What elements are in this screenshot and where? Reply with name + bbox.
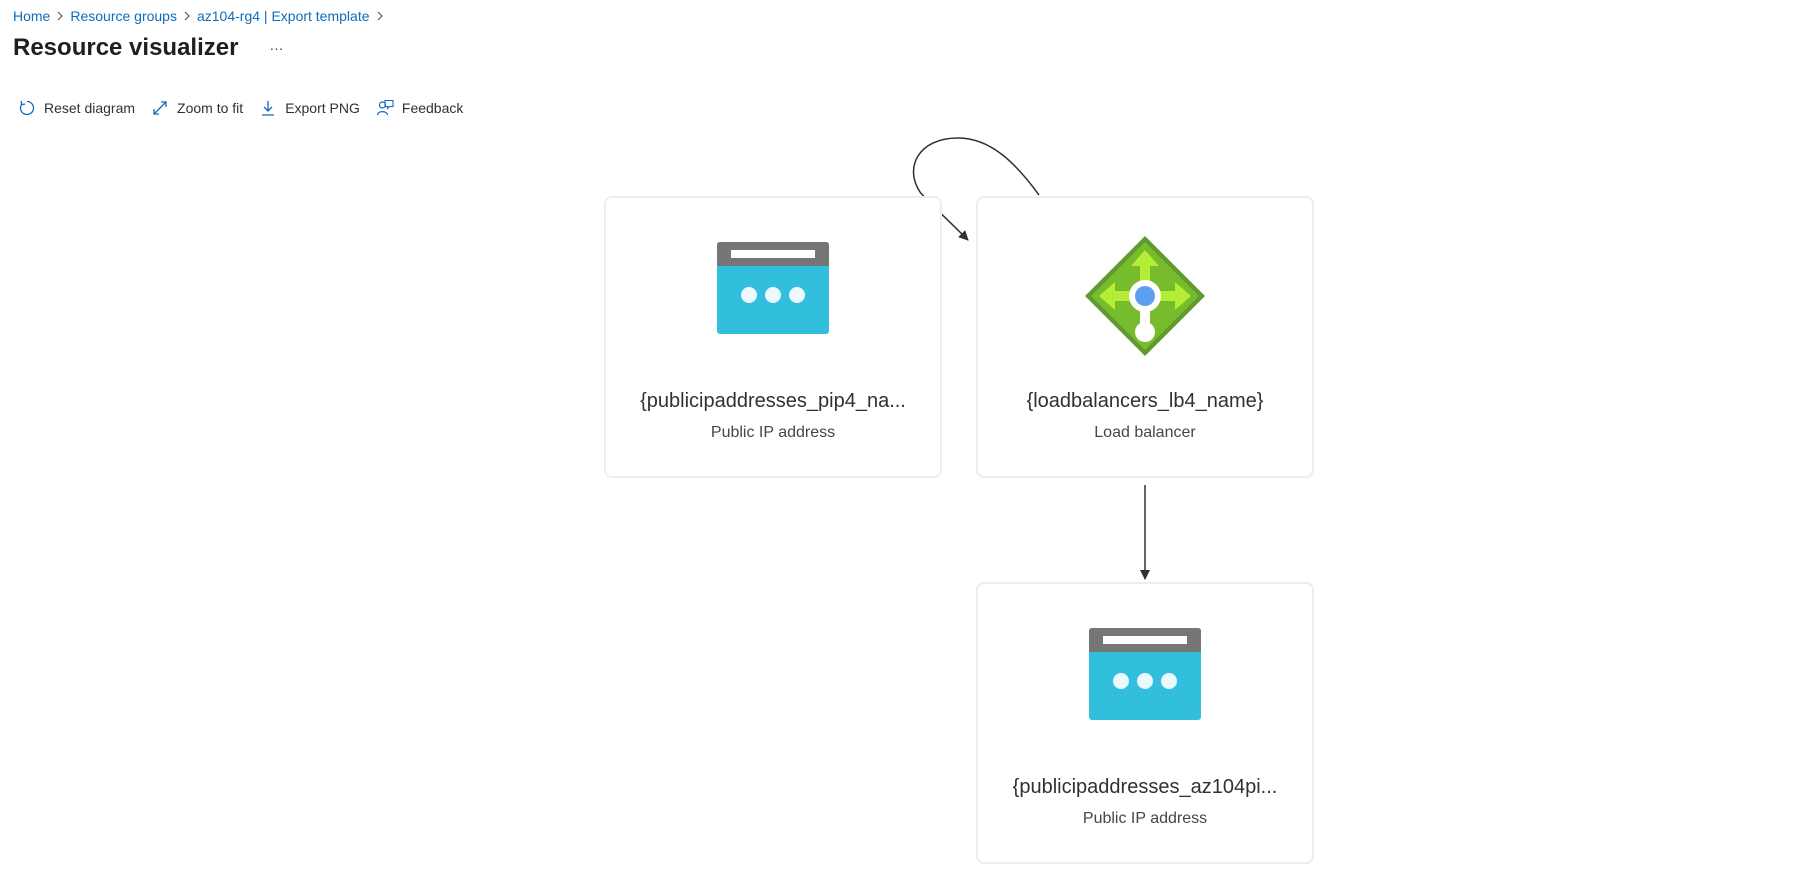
feedback-person-icon: [376, 99, 394, 117]
page-title: Resource visualizer: [13, 34, 239, 61]
zoom-to-fit-label: Zoom to fit: [177, 100, 244, 116]
public-ip-icon: [1089, 628, 1201, 725]
breadcrumb: Home Resource groups az104-rg4 | Export …: [13, 7, 390, 25]
resource-name: {loadbalancers_lb4_name}: [1026, 390, 1264, 412]
resource-type: Public IP address: [1082, 810, 1208, 827]
title-row: Resource visualizer ···: [13, 34, 288, 62]
toolbar: Reset diagram Zoom to fit Export PNG Fee…: [18, 96, 479, 120]
expand-diagonal-icon: [151, 99, 169, 117]
feedback-label: Feedback: [401, 100, 464, 116]
load-balancer-icon: [1085, 236, 1205, 361]
chevron-right-icon: [370, 11, 390, 21]
download-icon: [259, 99, 277, 117]
zoom-to-fit-button[interactable]: Zoom to fit: [151, 96, 243, 120]
more-options-button[interactable]: ···: [269, 40, 284, 56]
resource-node-lb4[interactable]: {loadbalancers_lb4_name} Load balancer: [976, 196, 1314, 478]
export-png-label: Export PNG: [285, 100, 360, 116]
resource-type: Public IP address: [710, 424, 836, 441]
reset-diagram-button[interactable]: Reset diagram: [18, 96, 135, 120]
breadcrumb-resource-groups[interactable]: Resource groups: [70, 8, 177, 24]
reset-diagram-label: Reset diagram: [44, 100, 136, 116]
export-png-button[interactable]: Export PNG: [259, 96, 360, 120]
breadcrumb-home[interactable]: Home: [13, 8, 51, 24]
public-ip-icon: [717, 242, 829, 339]
resource-name: {publicipaddresses_pip4_na...: [640, 390, 906, 412]
chevron-right-icon: [177, 11, 197, 21]
refresh-icon: [18, 99, 36, 117]
resource-name: {publicipaddresses_az104pi...: [1012, 776, 1278, 798]
diagram-canvas[interactable]: {publicipaddresses_pip4_na... Public IP …: [0, 130, 1817, 872]
resource-type: Load balancer: [1094, 424, 1196, 441]
resource-node-pip4[interactable]: {publicipaddresses_pip4_na... Public IP …: [604, 196, 942, 478]
breadcrumb-export-template[interactable]: az104-rg4 | Export template: [196, 8, 370, 24]
chevron-right-icon: [50, 11, 70, 21]
feedback-button[interactable]: Feedback: [376, 96, 463, 120]
resource-node-az104pip[interactable]: {publicipaddresses_az104pi... Public IP …: [976, 582, 1314, 864]
